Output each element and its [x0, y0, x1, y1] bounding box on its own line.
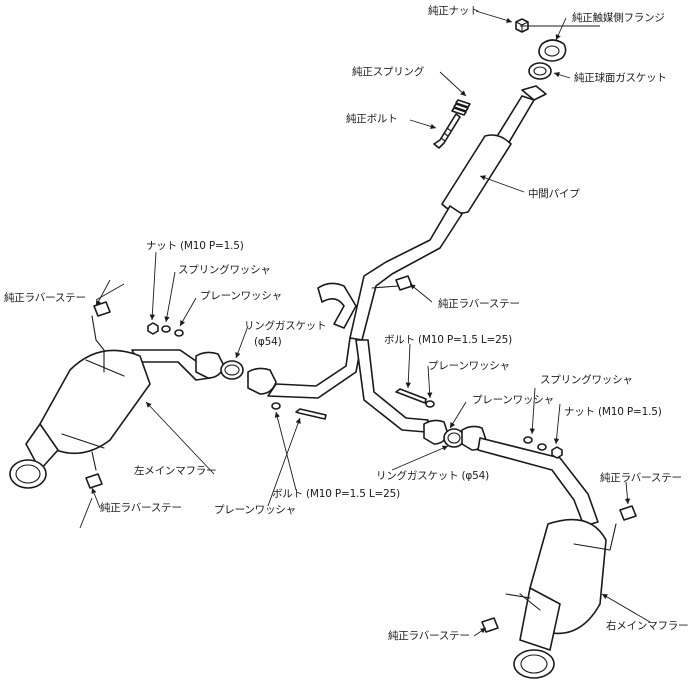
stock-cat-flange-part	[538, 39, 567, 62]
label-ring-gasket-right: リングガスケット (φ54)	[376, 470, 490, 482]
left-muffler-part	[9, 349, 211, 489]
label-stock-rubber-stay-right-bottom: 純正ラバーステー	[388, 630, 470, 642]
label-stock-spring: 純正スプリング	[352, 66, 425, 78]
label-stock-rubber-stay-center: 純正ラバーステー	[438, 298, 520, 310]
label-stock-rubber-stay-right-top: 純正ラバーステー	[600, 472, 682, 484]
stock-bolt-part	[433, 113, 461, 149]
label-plain-washer-left-top: プレーンワッシャ	[200, 290, 282, 302]
stock-ball-gasket-part	[528, 62, 552, 80]
label-right-main-muffler: 右メインマフラー	[606, 620, 689, 632]
label-left-main-muffler: 左メインマフラー	[134, 465, 217, 477]
right-muffler-part	[477, 437, 607, 679]
label-bolt-left: ボルト (M10 P=1.5 L=25)	[272, 488, 400, 500]
label-ring-gasket-left-size: (φ54)	[254, 336, 282, 348]
label-plain-washer-left-bottom: プレーンワッシャ	[214, 504, 296, 516]
label-plain-washer-right-top: プレーンワッシャ	[428, 360, 510, 372]
leader-lines	[79, 10, 651, 637]
left-flange-part	[195, 351, 277, 395]
label-stock-rubber-stay-left-bottom: 純正ラバーステー	[100, 502, 182, 514]
label-stock-ball-gasket: 純正球面ガスケット	[574, 72, 667, 84]
label-stock-bolt: 純正ボルト	[346, 113, 398, 125]
fastener-parts	[147, 322, 563, 459]
label-bolt-right: ボルト (M10 P=1.5 L=25)	[384, 334, 512, 346]
y-pipe-part	[267, 282, 429, 433]
label-stock-rubber-stay-left-top: 純正ラバーステー	[4, 292, 86, 304]
right-flange-part	[423, 419, 487, 451]
label-spring-washer-right: スプリングワッシャ	[540, 374, 633, 386]
label-stock-cat-flange: 純正触媒側フランジ	[572, 12, 665, 24]
rubber-stay-parts	[61, 275, 637, 633]
label-stock-nut: 純正ナット	[428, 5, 480, 17]
stock-nut-part	[515, 18, 529, 33]
label-plain-washer-right-mid: プレーンワッシャ	[472, 394, 554, 406]
label-spring-washer-left: スプリングワッシャ	[178, 264, 271, 276]
label-nut-m10-right: ナット (M10 P=1.5)	[564, 406, 662, 418]
stock-spring-part	[451, 99, 471, 116]
label-nut-m10-left: ナット (M10 P=1.5)	[146, 240, 244, 252]
label-center-pipe: 中間パイプ	[528, 188, 580, 200]
label-ring-gasket-left: リングガスケット	[244, 320, 327, 332]
